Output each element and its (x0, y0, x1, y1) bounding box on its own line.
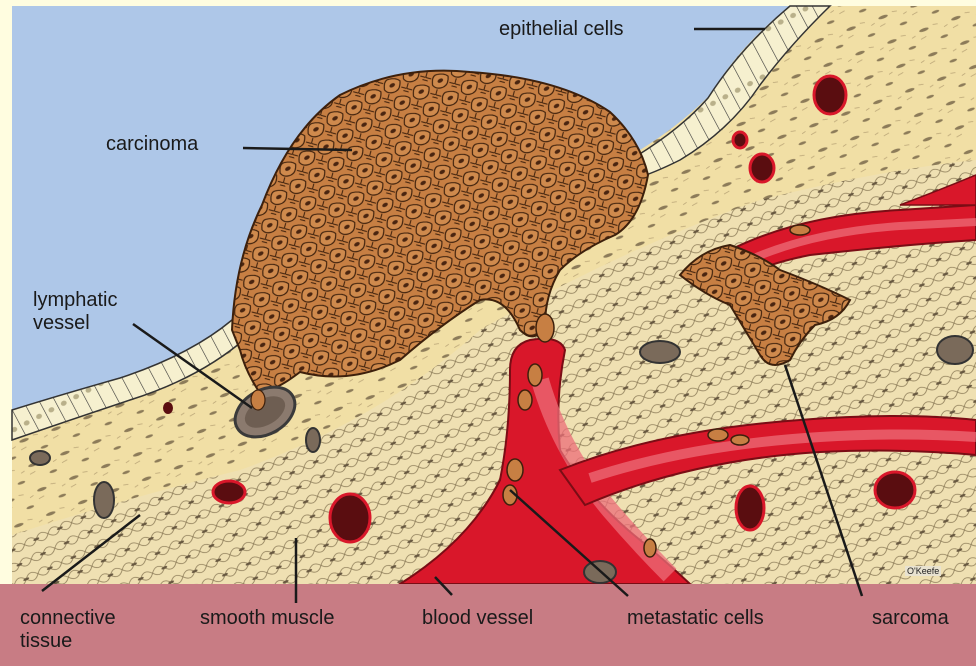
label-metastatic-cells: metastatic cells (627, 607, 764, 629)
label-connective-line2: tissue (20, 630, 72, 652)
label-smooth-muscle: smooth muscle (200, 607, 335, 629)
label-epithelial-cells: epithelial cells (499, 18, 624, 40)
label-connective-line1: connective (20, 607, 116, 629)
artist-signature: O'Keefe (905, 566, 941, 576)
label-sarcoma: sarcoma (872, 607, 949, 629)
label-blood-vessel: blood vessel (422, 607, 533, 629)
label-carcinoma: carcinoma (106, 133, 198, 155)
label-lymphatic-line2: vessel (33, 312, 90, 334)
label-lymphatic-line1: lymphatic (33, 289, 117, 311)
